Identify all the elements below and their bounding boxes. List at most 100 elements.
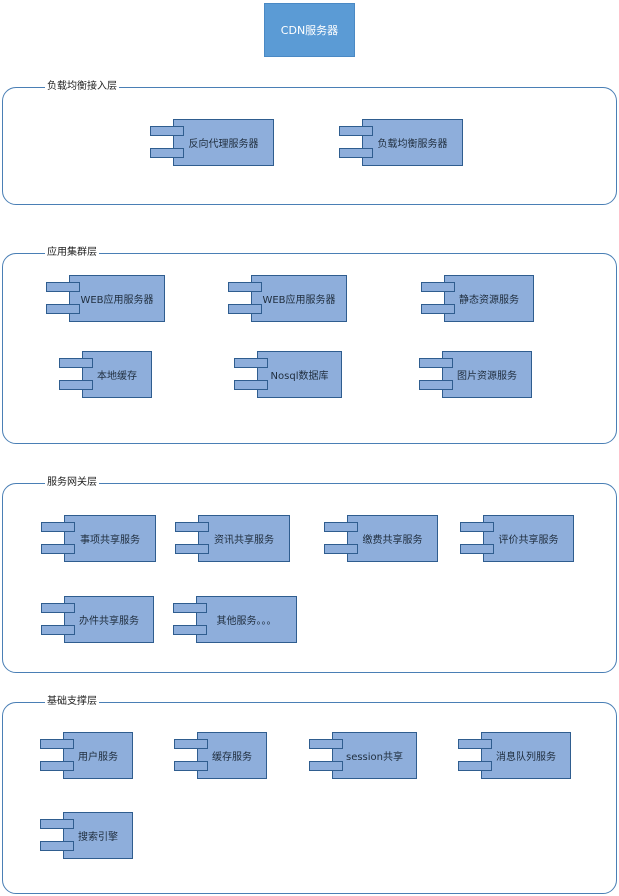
component-port-top: [150, 126, 184, 136]
component-label: 缴费共享服务: [362, 535, 423, 546]
component-body: session共享: [332, 732, 417, 779]
component-box: 事项共享服务: [41, 515, 156, 562]
component-body: 消息队列服务: [481, 732, 571, 779]
component-body: 静态资源服务: [444, 275, 534, 322]
component-body: 评价共享服务: [483, 515, 574, 562]
component-port-bottom: [339, 148, 373, 158]
component-label: 图片资源服务: [457, 371, 517, 382]
component-port-top: [228, 282, 262, 292]
component-box: 负载均衡服务器: [339, 119, 463, 166]
component-label: 资讯共享服务: [214, 535, 274, 546]
component-label: 反向代理服务器: [188, 139, 259, 150]
component-body: WEB应用服务器: [69, 275, 165, 322]
component-port-bottom: [421, 304, 455, 314]
component-body: 办件共享服务: [64, 596, 154, 643]
component-body: 缓存服务: [197, 732, 267, 779]
component-box: 办件共享服务: [41, 596, 154, 643]
layer-title: 服务网关层: [45, 476, 99, 490]
component-box: Nosql数据库: [234, 351, 342, 398]
component-label: 评价共享服务: [498, 535, 559, 546]
component-box: 评价共享服务: [460, 515, 574, 562]
component-body: 资讯共享服务: [198, 515, 290, 562]
layer-group: 基础支撑层: [2, 695, 617, 894]
component-label: 静态资源服务: [459, 295, 519, 306]
component-label: 其他服务。。。: [216, 616, 277, 627]
component-port-top: [173, 603, 207, 613]
component-port-top: [324, 522, 358, 532]
component-body: 搜索引擎: [63, 812, 133, 859]
component-port-bottom: [324, 544, 358, 554]
component-label: 缓存服务: [212, 752, 252, 763]
layer-title: 负载均衡接入层: [45, 80, 119, 94]
component-port-top: [421, 282, 455, 292]
component-body: 图片资源服务: [442, 351, 532, 398]
component-port-top: [419, 358, 453, 368]
component-port-top: [41, 522, 75, 532]
layer-group: 服务网关层: [2, 476, 617, 673]
component-label: 消息队列服务: [496, 752, 556, 763]
component-box: 静态资源服务: [421, 275, 534, 322]
component-box: 用户服务: [40, 732, 133, 779]
component-port-bottom: [46, 304, 80, 314]
component-port-top: [40, 739, 74, 749]
component-label: session共享: [345, 752, 404, 763]
layer-title: 应用集群层: [45, 246, 99, 260]
component-port-top: [174, 739, 208, 749]
component-port-bottom: [458, 761, 492, 771]
component-box: 反向代理服务器: [150, 119, 274, 166]
component-port-top: [234, 358, 268, 368]
component-port-top: [339, 126, 373, 136]
component-box: session共享: [309, 732, 417, 779]
component-body: 事项共享服务: [64, 515, 156, 562]
component-port-bottom: [40, 761, 74, 771]
layer-title: 基础支撑层: [45, 695, 99, 709]
component-port-top: [458, 739, 492, 749]
component-box: 其他服务。。。: [173, 596, 297, 643]
component-port-top: [40, 819, 74, 829]
component-body: 缴费共享服务: [347, 515, 438, 562]
component-port-bottom: [150, 148, 184, 158]
component-port-top: [46, 282, 80, 292]
component-port-bottom: [175, 544, 209, 554]
component-port-bottom: [460, 544, 494, 554]
component-label: 用户服务: [78, 752, 118, 763]
layer-group: 应用集群层: [2, 246, 617, 444]
component-port-bottom: [41, 544, 75, 554]
component-body: 其他服务。。。: [196, 596, 297, 643]
cdn-server-label: CDN服务器: [280, 24, 339, 37]
component-body: 反向代理服务器: [173, 119, 274, 166]
component-box: WEB应用服务器: [46, 275, 165, 322]
component-label: WEB应用服务器: [262, 295, 336, 306]
component-port-bottom: [173, 625, 207, 635]
component-box: 消息队列服务: [458, 732, 571, 779]
component-port-bottom: [228, 304, 262, 314]
component-label: 事项共享服务: [80, 535, 140, 546]
component-body: 用户服务: [63, 732, 133, 779]
component-port-bottom: [41, 625, 75, 635]
layer-group: 负载均衡接入层: [2, 80, 617, 205]
component-box: 资讯共享服务: [175, 515, 290, 562]
component-body: 负载均衡服务器: [362, 119, 463, 166]
component-box: WEB应用服务器: [228, 275, 347, 322]
component-box: 缴费共享服务: [324, 515, 438, 562]
component-port-bottom: [419, 380, 453, 390]
component-label: Nosql数据库: [270, 371, 329, 382]
component-port-bottom: [40, 841, 74, 851]
component-box: 缓存服务: [174, 732, 267, 779]
component-body: 本地缓存: [82, 351, 152, 398]
component-label: 负载均衡服务器: [377, 139, 448, 150]
component-box: 图片资源服务: [419, 351, 532, 398]
component-box: 搜索引擎: [40, 812, 133, 859]
component-label: 搜索引擎: [78, 832, 118, 843]
component-body: WEB应用服务器: [251, 275, 347, 322]
component-port-top: [41, 603, 75, 613]
component-box: 本地缓存: [59, 351, 152, 398]
component-port-top: [59, 358, 93, 368]
component-label: 办件共享服务: [79, 616, 139, 627]
component-label: 本地缓存: [97, 371, 137, 382]
component-port-bottom: [309, 761, 343, 771]
component-body: Nosql数据库: [257, 351, 342, 398]
component-port-top: [175, 522, 209, 532]
component-port-bottom: [59, 380, 93, 390]
cdn-server-box: CDN服务器: [264, 3, 355, 57]
